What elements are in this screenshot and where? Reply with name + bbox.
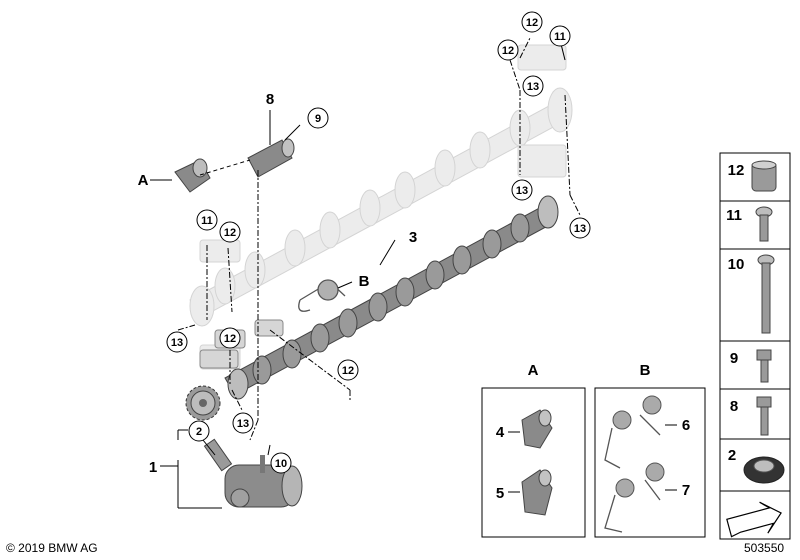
svg-text:13: 13 (516, 185, 528, 197)
label-a[interactable]: A (138, 172, 149, 189)
detail-b-item-7[interactable]: 7 (604, 462, 690, 533)
part-a-small (174, 158, 211, 193)
svg-text:11: 11 (554, 31, 566, 43)
svg-text:8: 8 (266, 91, 274, 108)
svg-text:12: 12 (502, 45, 514, 57)
callout-12-lower[interactable]: 12 (337, 359, 359, 381)
svg-text:9: 9 (315, 113, 321, 125)
svg-text:9: 9 (730, 350, 738, 367)
callout-12-left2[interactable]: 12 (219, 327, 241, 349)
svg-text:10: 10 (275, 458, 287, 470)
callout-13-top[interactable]: 13 (522, 75, 544, 97)
ghost-camshaft (189, 44, 573, 370)
camshaft-sprocket (185, 385, 221, 421)
svg-text:6: 6 (682, 417, 690, 434)
callout-13-mid-right[interactable]: 13 (511, 179, 533, 201)
callout-13-left[interactable]: 13 (166, 331, 188, 353)
main-camshaft (224, 195, 559, 400)
sleeve-icon (751, 160, 777, 192)
svg-text:11: 11 (201, 215, 213, 227)
detail-a-item-5[interactable]: 5 (496, 469, 553, 516)
svg-text:11: 11 (726, 207, 742, 224)
pump-bolt (260, 455, 265, 473)
legend-row-2[interactable]: 2 (728, 447, 785, 484)
legend-column: 12 11 10 9 (719, 152, 791, 543)
svg-text:8: 8 (730, 398, 738, 415)
svg-text:12: 12 (224, 333, 236, 345)
svg-text:12: 12 (728, 162, 745, 179)
diagram-number: 503550 (744, 541, 785, 555)
copyright-text: © 2019 BMW AG (6, 541, 98, 555)
svg-text:13: 13 (527, 81, 539, 93)
callout-9[interactable]: 9 (307, 107, 329, 129)
part-b-spring (298, 279, 346, 312)
callout-13-right[interactable]: 13 (569, 217, 591, 239)
svg-text:7: 7 (682, 482, 690, 499)
svg-text:12: 12 (224, 227, 236, 239)
detail-a-title: A (528, 362, 539, 379)
svg-text:12: 12 (342, 365, 354, 377)
short-torx-bolt-icon (755, 206, 773, 242)
svg-text:12: 12 (526, 17, 538, 29)
callout-10[interactable]: 10 (270, 452, 292, 474)
callout-12-top[interactable]: 12 (521, 11, 543, 33)
leader-lines (150, 37, 581, 509)
svg-text:4: 4 (496, 424, 505, 441)
label-8[interactable]: 8 (266, 91, 274, 108)
legend-row-11[interactable]: 11 (726, 206, 773, 242)
high-pressure-pump (203, 438, 303, 508)
svg-text:13: 13 (574, 223, 586, 235)
legend-row-10[interactable]: 10 (728, 254, 775, 334)
detail-a-item-4[interactable]: 4 (496, 409, 553, 449)
svg-text:5: 5 (496, 485, 504, 502)
socket-screw-icon (756, 349, 772, 383)
socket-screw-long-icon (756, 396, 772, 436)
svg-text:13: 13 (237, 418, 249, 430)
svg-text:A: A (138, 172, 149, 189)
detail-b-title: B (640, 362, 651, 379)
label-1[interactable]: 1 (149, 459, 157, 476)
callout-12-left[interactable]: 12 (219, 221, 241, 243)
detail-box-b: B 6 7 (594, 362, 706, 538)
legend-row-8[interactable]: 8 (730, 396, 772, 436)
svg-text:3: 3 (409, 229, 417, 246)
legend-row-12[interactable]: 12 (728, 160, 777, 192)
callout-2[interactable]: 2 (188, 420, 210, 442)
svg-text:B: B (359, 273, 370, 290)
detail-box-a: A 4 5 (481, 362, 586, 538)
part-8-block (247, 138, 295, 178)
svg-text:1: 1 (149, 459, 157, 476)
svg-text:2: 2 (728, 447, 736, 464)
svg-text:13: 13 (171, 337, 183, 349)
svg-text:2: 2 (196, 426, 202, 438)
seal-ring-icon (743, 456, 785, 484)
long-torx-bolt-icon (757, 254, 775, 334)
callout-11-top[interactable]: 11 (549, 25, 571, 47)
callout-11-left[interactable]: 11 (196, 209, 218, 231)
svg-text:10: 10 (728, 256, 745, 273)
label-3[interactable]: 3 (409, 229, 417, 246)
legend-row-9[interactable]: 9 (730, 349, 772, 383)
detail-b-item-6[interactable]: 6 (604, 395, 690, 469)
label-b[interactable]: B (359, 273, 370, 290)
callout-12-topleft[interactable]: 12 (497, 39, 519, 61)
callout-13-lower[interactable]: 13 (232, 412, 254, 434)
navigation-arrow-icon[interactable] (725, 498, 785, 543)
